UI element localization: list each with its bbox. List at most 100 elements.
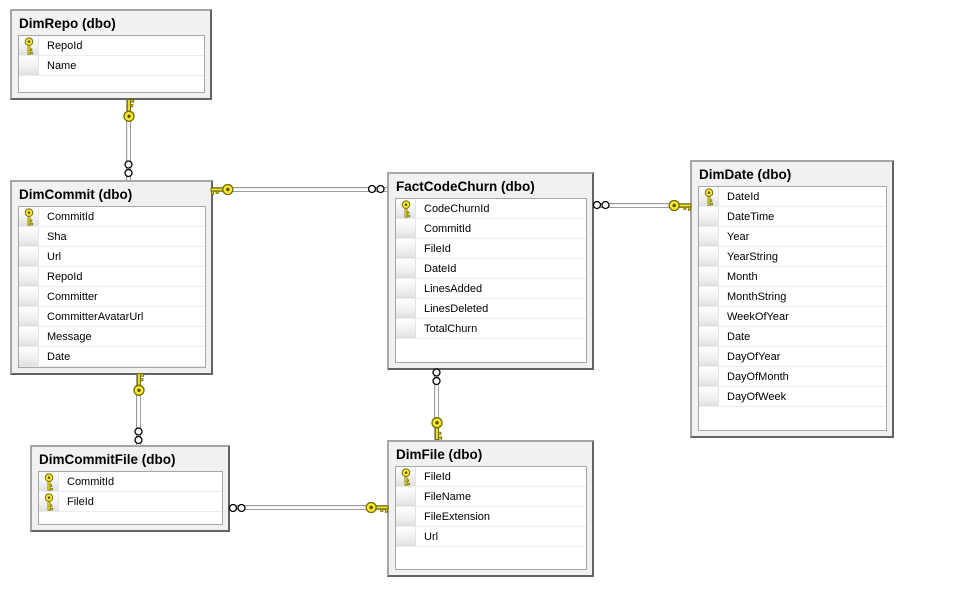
column-row[interactable]: FileId [396,467,586,487]
column-row[interactable]: Name [19,56,204,76]
row-selector-cell[interactable] [699,347,719,366]
row-selector-cell[interactable] [699,327,719,346]
column-row[interactable]: DayOfMonth [699,367,886,387]
row-selector-cell[interactable] [699,227,719,246]
relationship-line[interactable] [434,370,439,440]
column-row[interactable]: CommitId [19,207,205,227]
row-selector-cell[interactable] [699,307,719,326]
row-selector-cell[interactable] [699,287,719,306]
column-row[interactable]: FileName [396,487,586,507]
row-selector-cell[interactable] [396,219,416,238]
row-selector-cell[interactable] [396,279,416,298]
column-name: DayOfMonth [727,370,789,383]
column-row[interactable]: CodeChurnId [396,199,586,219]
column-row[interactable]: DayOfWeek [699,387,886,407]
row-selector-cell[interactable] [699,367,719,386]
table-title[interactable]: DimRepo (dbo) [19,16,116,31]
column-name: DateId [424,262,457,275]
column-row[interactable]: CommitId [396,219,586,239]
row-selector-cell[interactable] [19,347,39,366]
column-row[interactable]: Url [396,527,586,547]
table-title[interactable]: DimCommitFile (dbo) [39,452,176,467]
column-name: DayOfYear [727,350,781,363]
row-selector-cell[interactable] [19,227,39,246]
column-row[interactable]: Url [19,247,205,267]
table-title[interactable]: DimDate (dbo) [699,167,792,182]
column-row[interactable]: Message [19,327,205,347]
table-title[interactable]: DimCommit (dbo) [19,187,133,202]
column-row[interactable]: Date [19,347,205,367]
row-selector-cell[interactable] [699,207,719,226]
column-row[interactable]: FileExtension [396,507,586,527]
row-selector-cell[interactable] [396,259,416,278]
row-selector-cell[interactable] [396,299,416,318]
column-row[interactable]: Committer [19,287,205,307]
row-selector-cell[interactable] [39,472,59,491]
key-icon [425,422,449,435]
row-selector-cell[interactable] [19,207,39,226]
row-selector-cell[interactable] [699,247,719,266]
table-title[interactable]: DimFile (dbo) [396,447,483,462]
column-row[interactable]: LinesAdded [396,279,586,299]
row-selector-cell[interactable] [699,187,719,206]
relationship-line[interactable] [213,187,387,192]
column-row[interactable]: YearString [699,247,886,267]
column-row[interactable]: Date [699,327,886,347]
column-name: Year [727,230,750,243]
row-selector-cell[interactable] [396,467,416,486]
column-row[interactable]: Year [699,227,886,247]
column-name: DateTime [727,210,775,223]
row-selector-cell[interactable] [19,36,39,55]
column-row[interactable]: FileId [396,239,586,259]
row-selector-cell[interactable] [396,239,416,258]
row-selector-cell[interactable] [39,492,59,511]
row-selector-cell[interactable] [396,527,416,546]
column-row[interactable]: LinesDeleted [396,299,586,319]
column-row[interactable]: MonthString [699,287,886,307]
column-row[interactable]: RepoId [19,267,205,287]
row-selector-cell[interactable] [19,307,39,326]
column-row[interactable]: DateId [699,187,886,207]
primary-key-icon [44,473,54,491]
column-row[interactable]: Month [699,267,886,287]
row-selector-cell[interactable] [396,199,416,218]
primary-key-icon [401,200,411,218]
row-selector-cell[interactable] [19,327,39,346]
column-row[interactable]: Sha [19,227,205,247]
column-row[interactable]: RepoId [19,36,204,56]
table-title[interactable]: FactCodeChurn (dbo) [396,179,535,194]
column-row[interactable]: WeekOfYear [699,307,886,327]
row-selector-cell[interactable] [699,387,719,406]
row-selector-cell[interactable] [396,487,416,506]
column-row[interactable]: CommitId [39,472,222,492]
row-selector-cell[interactable] [396,507,416,526]
row-selector-cell[interactable] [396,319,416,338]
row-selector-cell[interactable] [19,287,39,306]
column-row[interactable]: CommitterAvatarUrl [19,307,205,327]
column-name: Committer [47,290,98,303]
row-selector-cell[interactable] [19,56,39,75]
primary-key-icon [24,37,34,55]
row-selector-cell[interactable] [19,247,39,266]
column-name: Message [47,330,92,343]
row-selector-cell[interactable] [19,267,39,286]
column-row[interactable]: DayOfYear [699,347,886,367]
relationship-line[interactable] [136,375,141,445]
relationship-line[interactable] [594,203,690,208]
column-row[interactable]: TotalChurn [396,319,586,339]
primary-key-icon [704,188,714,206]
column-row[interactable]: DateTime [699,207,886,227]
relationship-line[interactable] [126,100,131,180]
column-row[interactable]: DateId [396,259,586,279]
column-row[interactable]: FileId [39,492,222,512]
relationship-line[interactable] [230,505,387,510]
row-selector-cell[interactable] [699,267,719,286]
